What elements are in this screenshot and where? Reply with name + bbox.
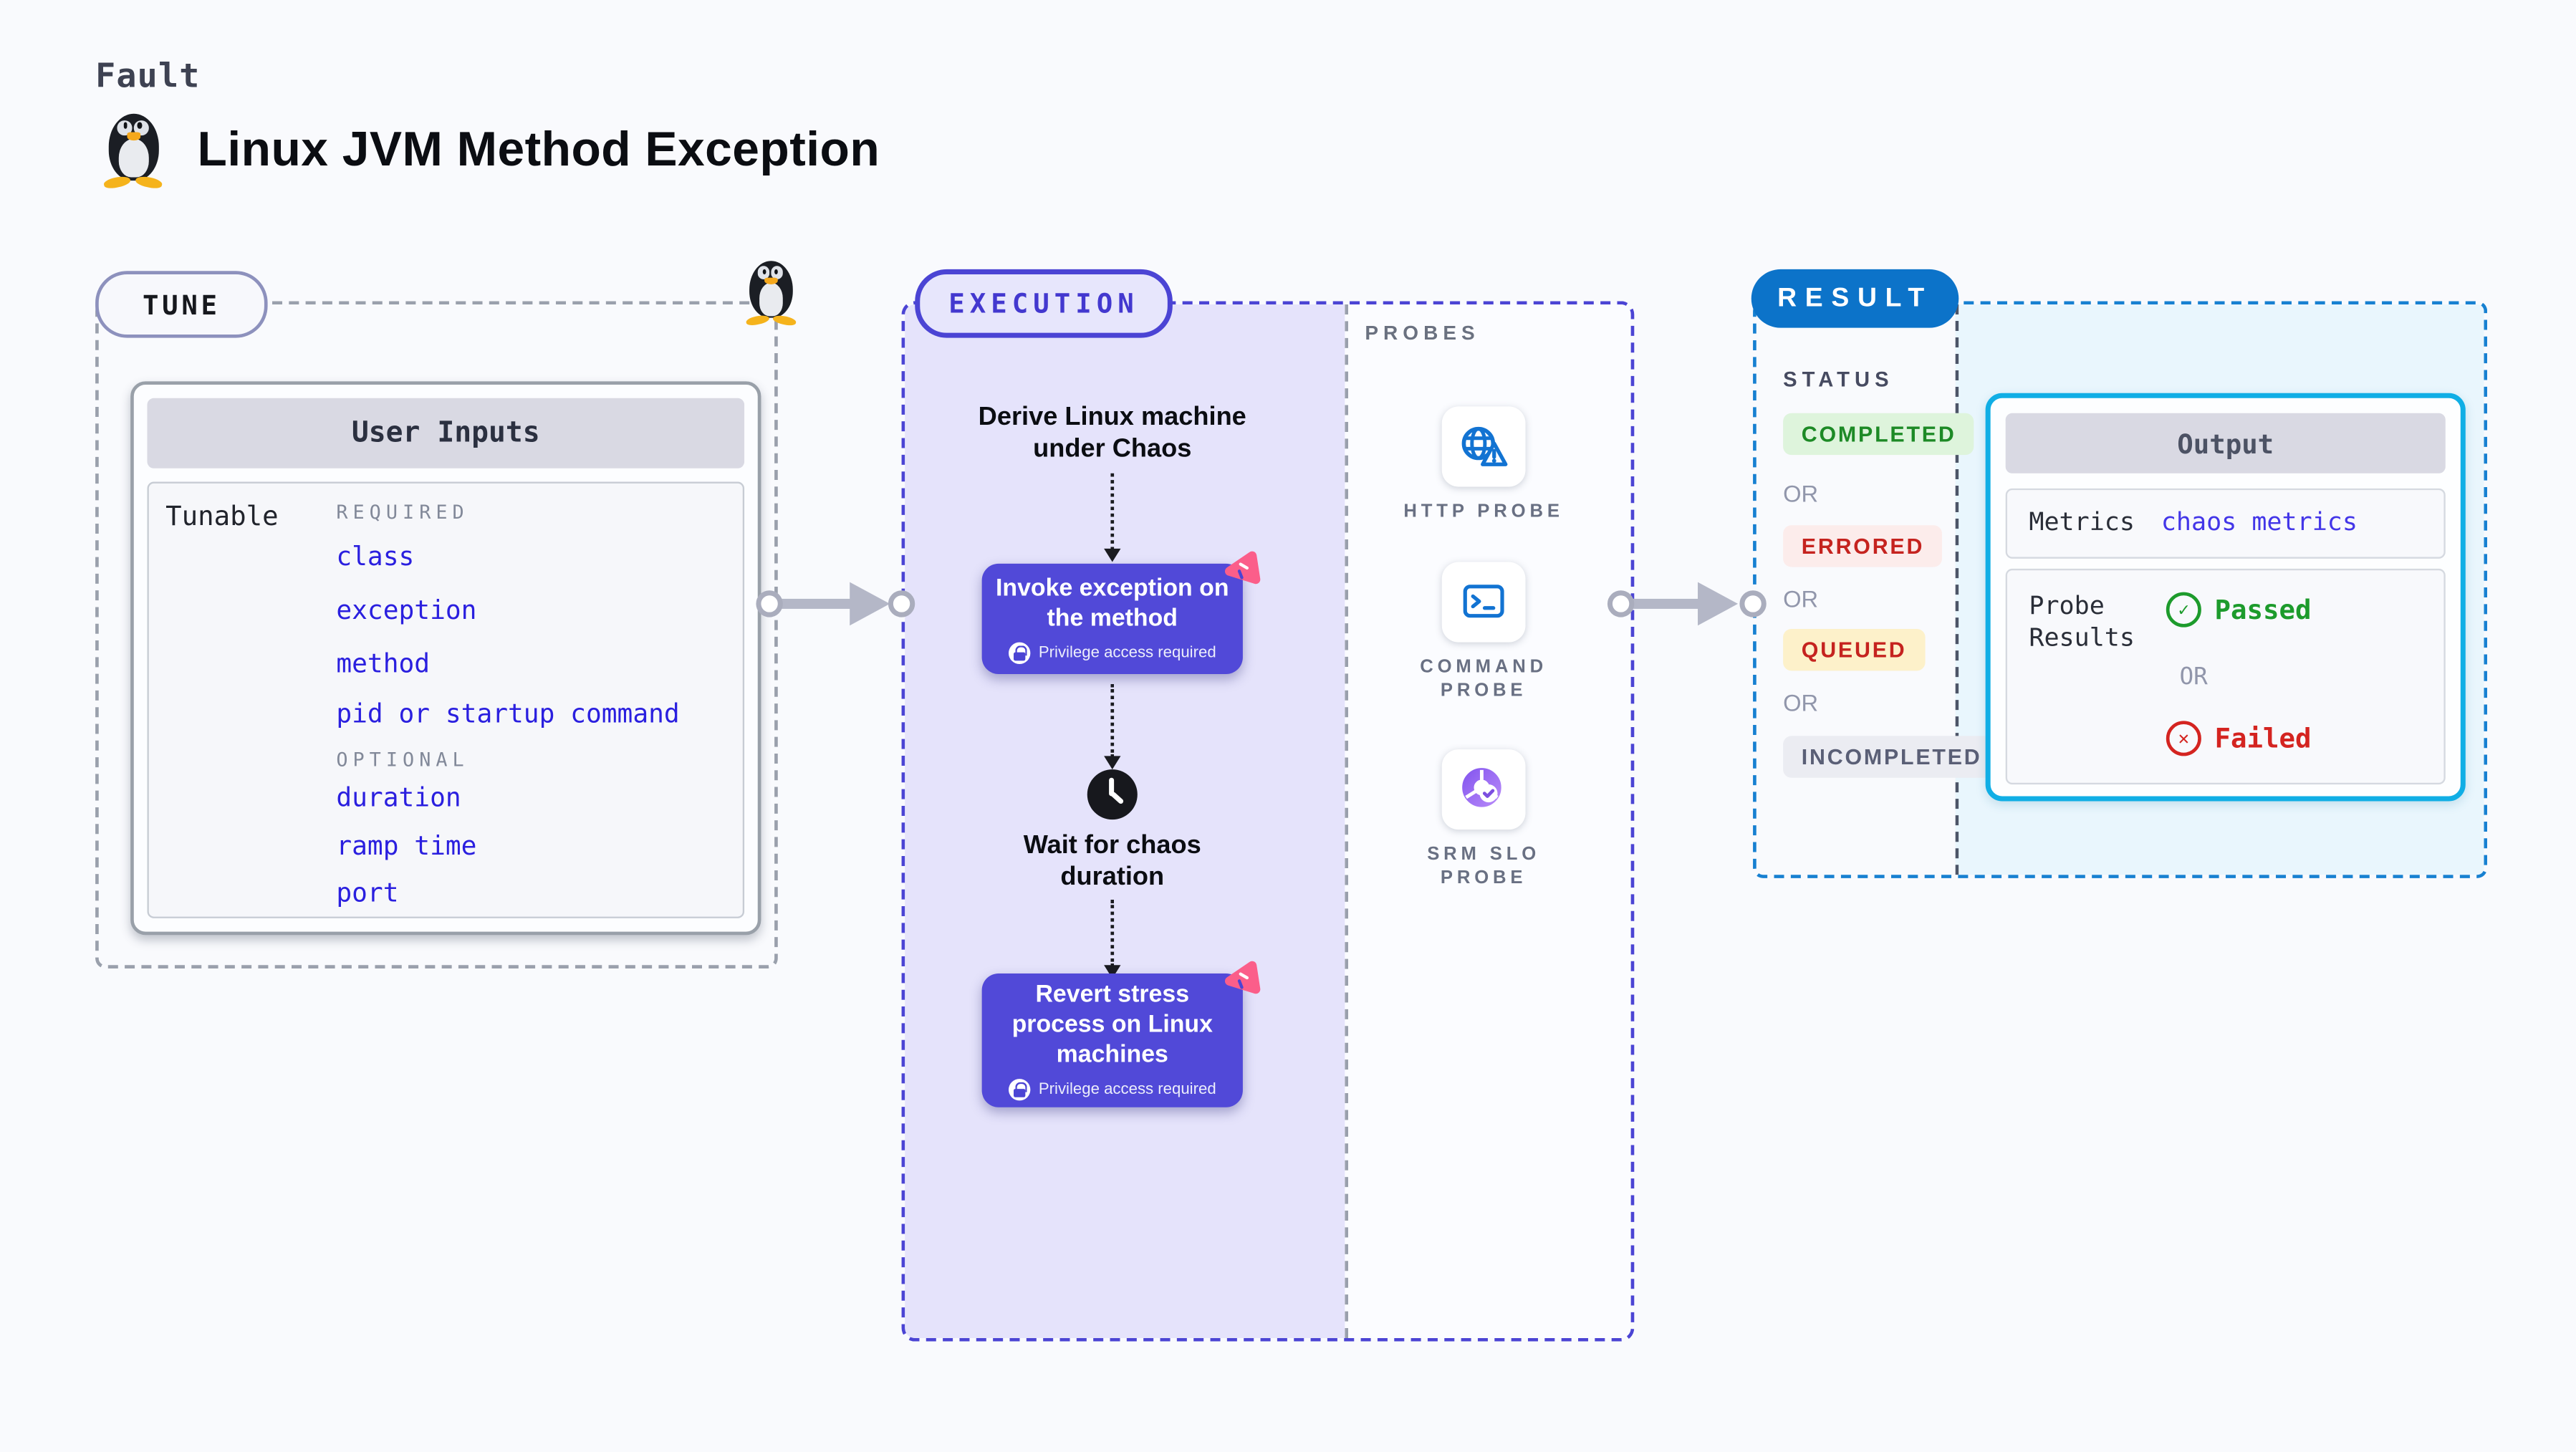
user-inputs-body: Tunable REQUIRED class exception method … <box>147 481 745 918</box>
tunable-link-port[interactable]: port <box>336 878 399 908</box>
privilege-note: Privilege access required <box>1038 1080 1216 1100</box>
execution-badge: EXECUTION <box>915 269 1173 338</box>
flow-arrow-down-icon <box>1103 900 1120 979</box>
verdict-passed: ✓ Passed <box>2166 592 2311 628</box>
probes-heading: PROBES <box>1365 321 1480 345</box>
tunable-link-exception[interactable]: exception <box>336 595 477 626</box>
slo-donut-check-icon <box>1462 768 1501 807</box>
privilege-note: Privilege access required <box>1038 643 1216 663</box>
arrow-right-icon <box>1698 582 1739 626</box>
page-title: Linux JVM Method Exception <box>197 123 880 178</box>
tunable-link-class[interactable]: class <box>336 542 415 572</box>
clock-icon <box>1087 769 1138 820</box>
status-badge-incompleted: INCOMPLETED <box>1783 736 2001 778</box>
node-title: Invoke exception on the method <box>996 575 1229 633</box>
result-badge: RESULT <box>1751 269 1959 328</box>
status-heading: STATUS <box>1783 367 1894 392</box>
tunable-link-method[interactable]: method <box>336 648 431 680</box>
status-badge-completed: COMPLETED <box>1783 413 1975 456</box>
tunable-link-pid-or-startup-command[interactable]: pid or startup command <box>336 699 680 730</box>
globe-warning-icon <box>1461 426 1508 466</box>
step-invoke-exception-node[interactable]: Invoke exception on the method Privilege… <box>981 563 1243 675</box>
execution-flow-area <box>905 304 1345 1339</box>
status-badge-errored: ERRORED <box>1783 525 1943 567</box>
metrics-label: Metrics <box>2029 506 2135 537</box>
optional-heading: OPTIONAL <box>336 747 469 771</box>
chaos-fault-icon <box>1224 551 1261 585</box>
output-title: Output <box>2005 413 2446 473</box>
probe-results-label: Probe Results <box>2029 590 2135 653</box>
verdict-failed: ✕ Failed <box>2166 721 2311 756</box>
command-probe-card[interactable] <box>1441 562 1526 643</box>
arrow-right-icon <box>850 582 890 626</box>
metrics-row: Metrics chaos metrics <box>2005 488 2446 559</box>
lock-icon <box>1008 1079 1031 1101</box>
flow-arrow-down-icon <box>1103 684 1120 770</box>
http-probe-label: HTTP PROBE <box>1403 501 1564 522</box>
user-inputs-title: User Inputs <box>147 398 745 468</box>
linux-penguin-icon <box>743 261 799 327</box>
check-circle-icon: ✓ <box>2166 592 2201 628</box>
tunable-link-duration[interactable]: duration <box>336 782 461 813</box>
or-separator: OR <box>1783 480 1819 507</box>
tune-badge: TUNE <box>95 271 268 338</box>
terminal-icon <box>1463 585 1504 618</box>
srm-slo-probe-card[interactable] <box>1441 749 1526 830</box>
http-probe-card[interactable] <box>1441 406 1526 487</box>
flow-arrow-down-icon <box>1103 473 1120 562</box>
or-separator: OR <box>2179 663 2208 691</box>
probe-results-row: Probe Results ✓ Passed OR ✕ Failed <box>2005 568 2446 785</box>
output-card: Output Metrics chaos metrics Probe Resul… <box>1985 393 2466 802</box>
x-circle-icon: ✕ <box>2166 721 2201 756</box>
tune-section-box <box>95 301 778 968</box>
tunable-link-ramp-time[interactable]: ramp time <box>336 831 477 862</box>
metrics-value-link[interactable]: chaos metrics <box>2161 506 2358 537</box>
tunable-label: Tunable <box>165 500 279 532</box>
srm-slo-probe-label: SRM SLO PROBE <box>1427 845 1541 888</box>
or-separator: OR <box>1783 689 1819 716</box>
or-separator: OR <box>1783 585 1819 612</box>
required-heading: REQUIRED <box>336 500 469 524</box>
lock-icon <box>1008 642 1031 664</box>
step-wait-duration: Wait for chaos duration <box>1023 831 1201 892</box>
step-revert-stress-node[interactable]: Revert stress process on Linux machines … <box>981 973 1243 1107</box>
linux-penguin-icon <box>100 113 167 191</box>
user-inputs-card: User Inputs Tunable REQUIRED class excep… <box>130 381 761 936</box>
fault-kicker: Fault <box>95 55 201 96</box>
chaos-fault-icon <box>1224 961 1261 994</box>
command-probe-label: COMMAND PROBE <box>1420 657 1548 701</box>
status-badge-queued: QUEUED <box>1783 628 1926 671</box>
node-title: Revert stress process on Linux machines <box>1011 981 1213 1069</box>
step-derive-machine: Derive Linux machine under Chaos <box>978 403 1246 463</box>
